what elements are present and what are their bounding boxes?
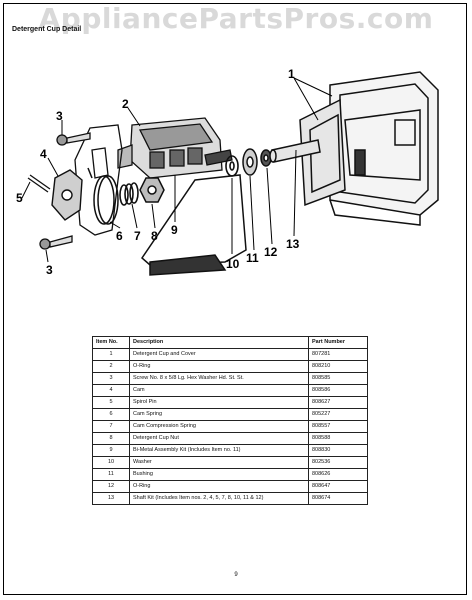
item-no: 12	[92, 480, 130, 493]
lever-plate	[141, 174, 247, 276]
callout-11: 11	[246, 251, 259, 265]
callout-2: 2	[122, 97, 129, 111]
page-title: Detergent Cup Detail	[12, 26, 82, 33]
part-number: 808830	[308, 444, 368, 457]
description: Bushing	[129, 468, 309, 481]
header-part-number: Part Number	[308, 336, 368, 349]
part-number: 808210	[308, 360, 368, 373]
callout-3-bottom: 3	[46, 263, 53, 277]
part-number: 808588	[308, 432, 368, 445]
item-no: 8	[92, 432, 130, 445]
part-number: 808627	[308, 396, 368, 409]
bushing	[242, 148, 258, 176]
description: Detergent Cup Nut	[129, 432, 309, 445]
description: Cam	[129, 384, 309, 397]
table-header-row: Item No. Description Part Number	[92, 336, 368, 349]
spirol-pin	[27, 174, 51, 193]
item-no: 9	[92, 444, 130, 457]
callout-5: 5	[16, 191, 23, 205]
description: Bi-Metal Assembly Kit (Includes Item no.…	[129, 444, 309, 457]
part-number: 807281	[308, 348, 368, 361]
cam-spring	[87, 167, 119, 225]
bimetal-block	[117, 117, 233, 179]
part-number: 808626	[308, 468, 368, 481]
description: Spirol Pin	[129, 396, 309, 409]
item-no: 3	[92, 372, 130, 385]
watermark: AppliancePartsPros.com	[38, 2, 434, 35]
page-frame	[3, 3, 467, 595]
callout-12: 12	[264, 245, 278, 259]
page-number: 9	[234, 572, 238, 578]
callout-7: 7	[134, 229, 141, 243]
callout-10: 10	[226, 257, 240, 271]
part-number: 808647	[308, 480, 368, 493]
compression-spring	[119, 182, 139, 206]
washer	[225, 155, 239, 177]
callout-3-top: 3	[56, 109, 63, 123]
description: Screw No. 8 x 5/8 Lg. Hex Washer Hd. St.…	[129, 372, 309, 385]
cup-nut	[139, 177, 165, 203]
item-no: 4	[92, 384, 130, 397]
description: Detergent Cup and Cover	[129, 348, 309, 361]
screw-bottom	[39, 235, 73, 250]
description: O-Ring	[129, 480, 309, 493]
description: O-Ring	[129, 360, 309, 373]
part-number: 808586	[308, 384, 368, 397]
description: Cam Compression Spring	[129, 420, 309, 433]
part-number: 802536	[308, 456, 368, 469]
callout-labels: 1 2 3 3 4 5 6 7 8 9 10 11 12 13	[16, 67, 300, 277]
item-no: 13	[92, 492, 130, 505]
item-no: 7	[92, 420, 130, 433]
part-number: 808585	[308, 372, 368, 385]
callout-6: 6	[116, 229, 123, 243]
detergent-cup-housing	[299, 71, 439, 226]
description: Cam Spring	[129, 408, 309, 421]
header-item-no: Item No.	[92, 336, 130, 349]
item-no: 11	[92, 468, 130, 481]
item-no: 1	[92, 348, 130, 361]
description: Washer	[129, 456, 309, 469]
item-no: 6	[92, 408, 130, 421]
item-no: 5	[92, 396, 130, 409]
item-no: 10	[92, 456, 130, 469]
description: Shaft Kit (Includes Item nos. 2, 4, 5, 7…	[129, 492, 309, 505]
item-no: 2	[92, 360, 130, 373]
exploded-parts-diagram: 1 2 3 3 4 5 6 7 8 9 10 11 12 13	[16, 67, 439, 277]
part-number: 805227	[308, 408, 368, 421]
callout-4: 4	[40, 147, 47, 161]
callout-9: 9	[171, 223, 178, 237]
leader-lines	[21, 77, 333, 263]
callout-1: 1	[288, 67, 295, 81]
cam-part	[51, 169, 83, 221]
callout-8: 8	[151, 229, 158, 243]
callout-13: 13	[286, 237, 300, 251]
part-number: 808557	[308, 420, 368, 433]
part-number: 808674	[308, 492, 368, 505]
header-description: Description	[129, 336, 309, 349]
